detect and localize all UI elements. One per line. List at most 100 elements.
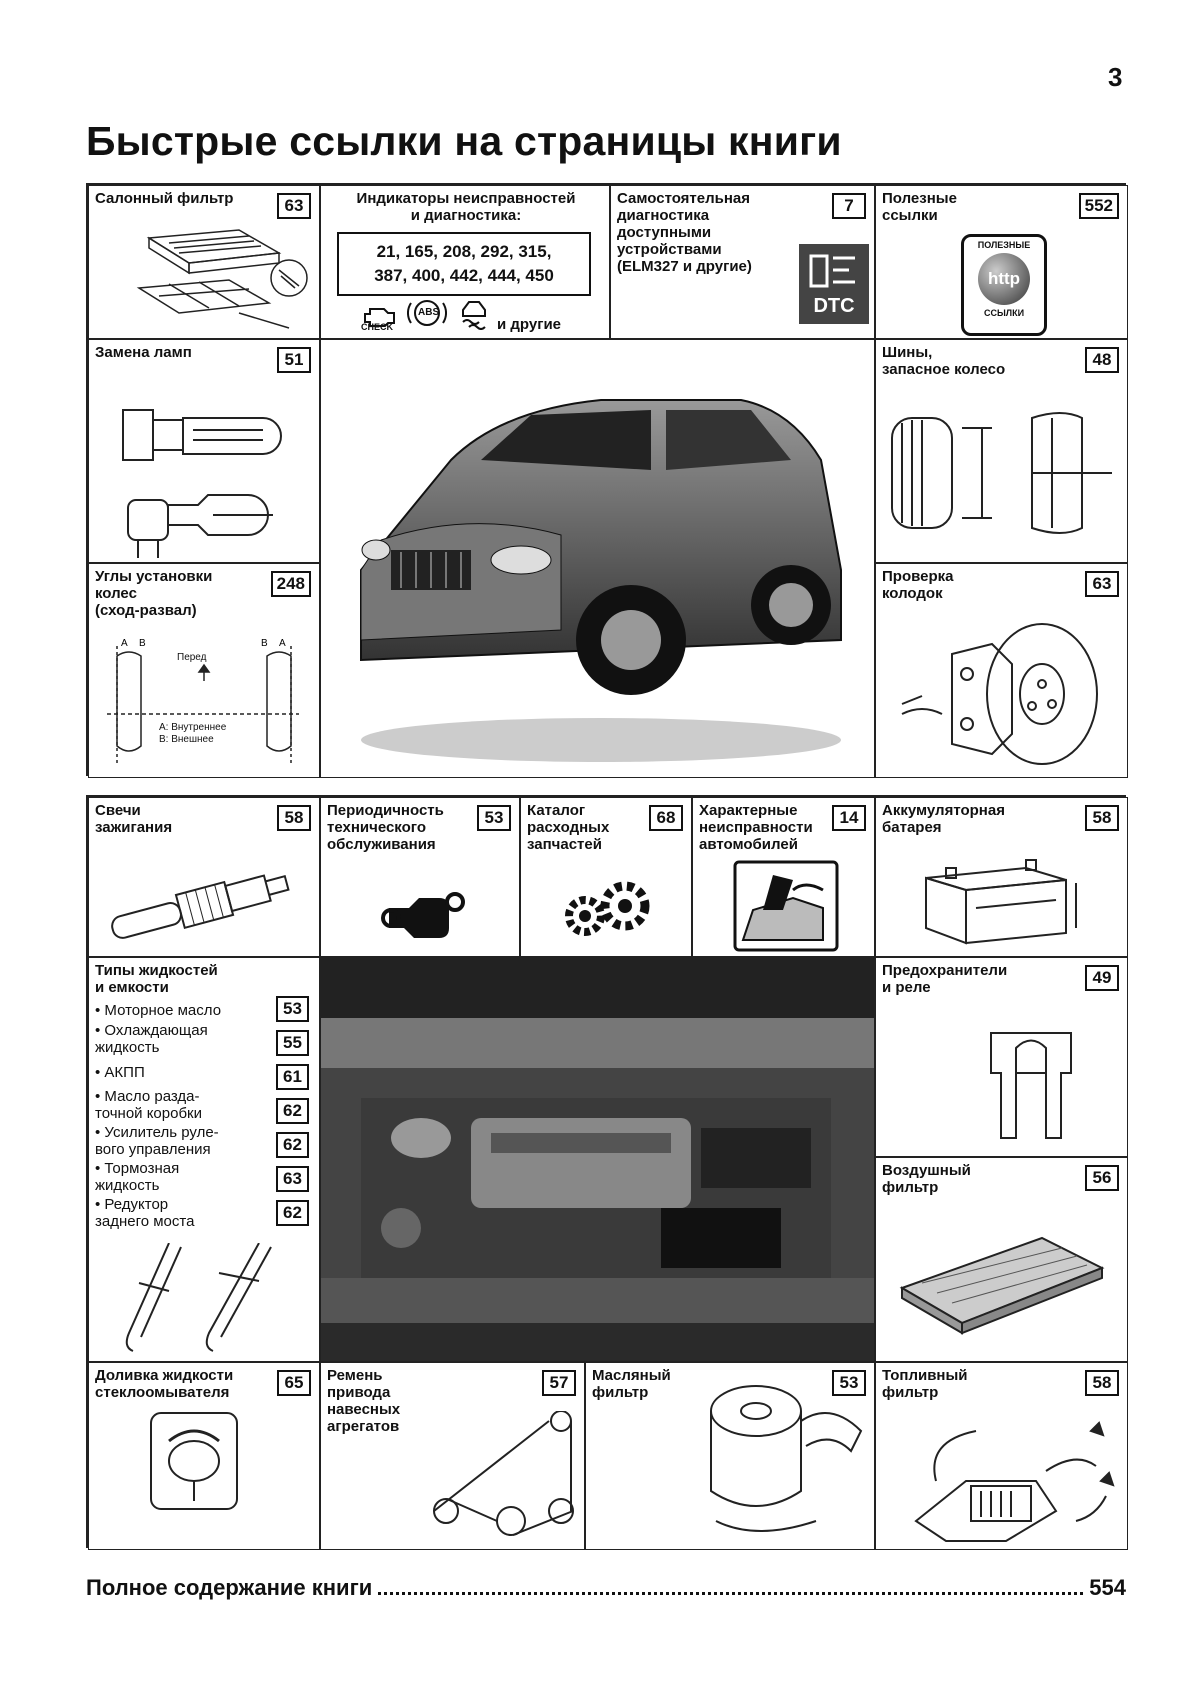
car-photo-cell (320, 339, 875, 778)
indicators-cell[interactable]: Индикаторы неисправностей и диагностика:… (320, 185, 610, 339)
maintenance-cell[interactable]: Периодичность технического обслуживания … (320, 797, 520, 957)
self-diagnostics-label: Самостоятельная диагностика доступными у… (617, 190, 752, 275)
alignment-page[interactable]: 248 (270, 571, 311, 597)
fluid-item-name: Тормозная жидкость (95, 1160, 180, 1194)
indicator-codes-box[interactable]: 21, 165, 208, 292, 315, 387, 400, 442, 4… (337, 232, 591, 296)
fluid-item-coolant[interactable]: • Охлаждающая жидкость (95, 1022, 208, 1056)
fuel-filter-label: Топливный фильтр (882, 1367, 968, 1401)
page-number: 3 (1108, 62, 1123, 92)
battery-label: Аккумуляторная батарея (882, 802, 1005, 836)
svg-text:B: B (261, 638, 268, 649)
self-diagnostics-page[interactable]: 7 (832, 193, 866, 219)
useful-links-page[interactable]: 552 (1078, 193, 1119, 219)
wrench-hand-icon (381, 892, 465, 938)
fluid-item-name: Охлаждающая жидкость (95, 1022, 208, 1056)
fluid-page-automatic-transmission[interactable]: 61 (276, 1064, 309, 1090)
gears-icon (565, 881, 650, 936)
fluid-item-transfer-case[interactable]: • Масло разда- точной коробки (95, 1088, 202, 1122)
battery-cell[interactable]: Аккумуляторная батарея 58 (875, 797, 1128, 957)
lamps-cell[interactable]: Замена ламп 51 (88, 339, 320, 563)
lamps-page[interactable]: 51 (277, 347, 311, 373)
toc-page: 554 (1089, 1575, 1126, 1600)
abs-text: ABS (418, 307, 440, 318)
table-of-contents-link[interactable]: Полное содержание книги 554 (86, 1575, 1126, 1601)
air-filter-page[interactable]: 56 (1085, 1165, 1119, 1191)
indicators-label: Индикаторы неисправностей и диагностика: (356, 190, 576, 224)
air-filter-label: Воздушный фильтр (882, 1162, 971, 1196)
drive-belt-icon (433, 1411, 574, 1536)
washer-page[interactable]: 65 (277, 1370, 311, 1396)
fuel-filter-cell[interactable]: Топливный фильтр 58 (875, 1362, 1128, 1550)
fluid-item-rear-differential[interactable]: • Редуктор заднего моста (95, 1196, 195, 1230)
battery-icon (925, 859, 1077, 945)
alignment-label: Углы установки колес (сход-развал) (95, 568, 213, 619)
toc-label: Полное содержание книги (86, 1575, 373, 1600)
check-engine-icon (364, 308, 395, 327)
spark-plug-icon (111, 874, 290, 939)
fluid-item-engine-oil[interactable]: • Моторное масло (95, 1002, 222, 1019)
brake-caliper-icon (901, 623, 1098, 765)
parts-catalog-cell[interactable]: Каталог расходных запчастей 68 (520, 797, 692, 957)
tires-cell[interactable]: Шины, запасное колесо 48 (875, 339, 1128, 563)
fluid-page-engine-oil[interactable]: 53 (276, 996, 309, 1022)
fluid-item-name: Моторное масло (104, 1002, 222, 1019)
belt-cell[interactable]: Ремень привода навесных агрегатов 57 (320, 1362, 585, 1550)
fluid-page-coolant[interactable]: 55 (276, 1030, 309, 1056)
fuses-cell[interactable]: Предохранители и реле 49 (875, 957, 1128, 1157)
fuel-filter-page[interactable]: 58 (1085, 1370, 1119, 1396)
brake-pads-page[interactable]: 63 (1085, 571, 1119, 597)
fluid-page-power-steering[interactable]: 62 (276, 1132, 309, 1158)
indicators-others: и другие (497, 316, 562, 333)
bottom-grid: Свечи зажигания 58 Периодичность техниче… (86, 795, 1128, 1550)
fluid-page-rear-differential[interactable]: 62 (276, 1200, 309, 1226)
toc-leader-dots (378, 1592, 1084, 1595)
brake-pads-cell[interactable]: Проверка колодок 63 (875, 563, 1128, 778)
oil-filter-cell[interactable]: Масляный фильтр 53 (585, 1362, 875, 1550)
washer-reservoir-icon (150, 1412, 238, 1510)
spark-plugs-page[interactable]: 58 (277, 805, 311, 831)
washer-cell[interactable]: Доливка жидкости стеклоомывателя 65 (88, 1362, 320, 1550)
spark-plugs-label: Свечи зажигания (95, 802, 173, 836)
useful-links-badge-mid: http (978, 253, 1030, 305)
fluid-page-brake-fluid[interactable]: 63 (276, 1166, 309, 1192)
parts-catalog-page[interactable]: 68 (649, 805, 683, 831)
alignment-legend-a: A: Внутреннее (159, 722, 227, 733)
fluid-item-brake-fluid[interactable]: • Тормозная жидкость (95, 1160, 180, 1194)
fluid-item-automatic-transmission[interactable]: • АКПП (95, 1064, 145, 1081)
useful-links-label: Полезные ссылки (882, 190, 957, 224)
battery-page[interactable]: 58 (1085, 805, 1119, 831)
fluid-item-name: Усилитель руле- вого управления (95, 1124, 219, 1158)
faults-cell[interactable]: Характерные неисправности автомобилей 14 (692, 797, 875, 957)
engine-bay-photo (320, 957, 875, 1362)
fluid-page-transfer-case[interactable]: 62 (276, 1098, 309, 1124)
faults-label: Характерные неисправности автомобилей (699, 802, 813, 853)
faults-page[interactable]: 14 (832, 805, 866, 831)
car-illustration (360, 399, 842, 762)
useful-links-cell[interactable]: Полезные ссылки 552 ПОЛЕЗНЫЕ http ССЫЛКИ (875, 185, 1128, 339)
oil-filter-page[interactable]: 53 (832, 1370, 866, 1396)
parts-catalog-label: Каталог расходных запчастей (527, 802, 610, 853)
top-grid: Салонный фильтр 63 Индикаторы неисправно… (86, 183, 1128, 778)
cabin-filter-cell[interactable]: Салонный фильтр 63 (88, 185, 320, 339)
washer-label: Доливка жидкости стеклоомывателя (95, 1367, 234, 1401)
fluids-label: Типы жидкостей и емкости (95, 962, 218, 996)
cabin-filter-page[interactable]: 63 (277, 193, 311, 219)
spark-plugs-cell[interactable]: Свечи зажигания 58 (88, 797, 320, 957)
alignment-diagram-icon: A B B A (107, 638, 299, 766)
belt-page[interactable]: 57 (542, 1370, 576, 1396)
tires-page[interactable]: 48 (1085, 347, 1119, 373)
self-diagnostics-cell[interactable]: Самостоятельная диагностика доступными у… (610, 185, 875, 339)
fluids-cell[interactable]: Типы жидкостей и емкости • Моторное масл… (88, 957, 320, 1362)
indicator-codes-line2: 387, 400, 442, 444, 450 (374, 266, 554, 285)
air-filter-cell[interactable]: Воздушный фильтр 56 (875, 1157, 1128, 1362)
alignment-cell[interactable]: Углы установки колес (сход-развал) 248 A… (88, 563, 320, 778)
maintenance-page[interactable]: 53 (477, 805, 511, 831)
air-filter-icon (899, 1236, 1105, 1335)
dipstick-icon (125, 1243, 272, 1352)
fuel-filter-icon (914, 1421, 1115, 1542)
fuses-page[interactable]: 49 (1085, 965, 1119, 991)
check-text: CHECK (361, 322, 394, 332)
fluid-item-power-steering[interactable]: • Усилитель руле- вого управления (95, 1124, 219, 1158)
cabin-filter-label: Салонный фильтр (95, 190, 234, 207)
fluid-item-name: АКПП (104, 1064, 145, 1081)
